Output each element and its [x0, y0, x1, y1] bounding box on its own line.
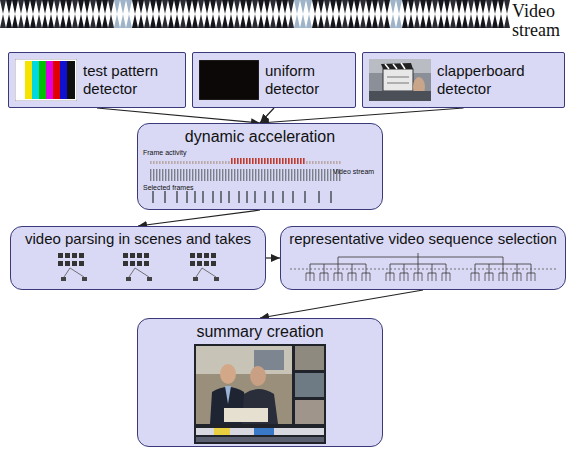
- flow-arrow: [97, 108, 260, 123]
- text-column: clapperboard detector: [437, 62, 558, 98]
- uniform-thumb: [199, 60, 259, 100]
- process-box: dynamic acceleration: [137, 123, 383, 210]
- detector-box: clapperboard detector: [362, 52, 565, 108]
- title-block: summary creation: [138, 319, 382, 342]
- flow-arrow: [260, 108, 274, 123]
- flow-arrow: [260, 290, 423, 318]
- flow-arrow: [266, 257, 280, 258]
- illustration: [18, 251, 258, 287]
- clapperboard-thumb: [369, 59, 431, 101]
- stream-label: Video stream: [512, 2, 570, 40]
- plot-label: Selected frames: [143, 184, 194, 192]
- scene-take-trees: [18, 251, 258, 283]
- box-title: video parsing in scenes and takes: [17, 230, 259, 249]
- box-title: dynamic acceleration: [144, 127, 376, 147]
- frame-activity-plot: [142, 149, 378, 207]
- text-column: uniform detector: [265, 62, 349, 98]
- flow-arrow: [260, 108, 464, 123]
- test-pattern-thumb: [15, 59, 77, 101]
- process-box: video parsing in scenes and takes: [10, 226, 266, 290]
- plot-label: Video stream: [333, 168, 374, 176]
- box-title: representative video sequence selection: [287, 230, 559, 249]
- detector-label: test pattern detector: [83, 62, 179, 98]
- thumbnail: [15, 59, 77, 105]
- title-block: video parsing in scenes and takes: [11, 227, 265, 249]
- detector-label: clapperboard detector: [437, 62, 558, 98]
- title-block: dynamic acceleration: [138, 124, 382, 147]
- plot-label: Frame activity: [143, 149, 187, 157]
- video-filmstrip: [0, 0, 510, 30]
- illustration: [194, 344, 326, 448]
- thumbnail: [369, 59, 431, 105]
- detector-box: uniform detector: [192, 52, 356, 108]
- title-block: representative video sequence selection: [281, 227, 565, 249]
- illustration: [288, 251, 558, 291]
- process-box: representative video sequence selection: [280, 226, 566, 290]
- detector-box: test pattern detector: [8, 52, 186, 108]
- thumbnail: [199, 60, 259, 104]
- process-box: summary creation: [137, 318, 383, 447]
- box-title: summary creation: [144, 322, 376, 342]
- summary-screenshot: [194, 344, 326, 444]
- text-column: test pattern detector: [83, 62, 179, 98]
- illustration: [142, 149, 378, 211]
- dendrogram: [288, 251, 558, 287]
- detector-label: uniform detector: [265, 62, 349, 98]
- flow-arrow: [138, 210, 260, 226]
